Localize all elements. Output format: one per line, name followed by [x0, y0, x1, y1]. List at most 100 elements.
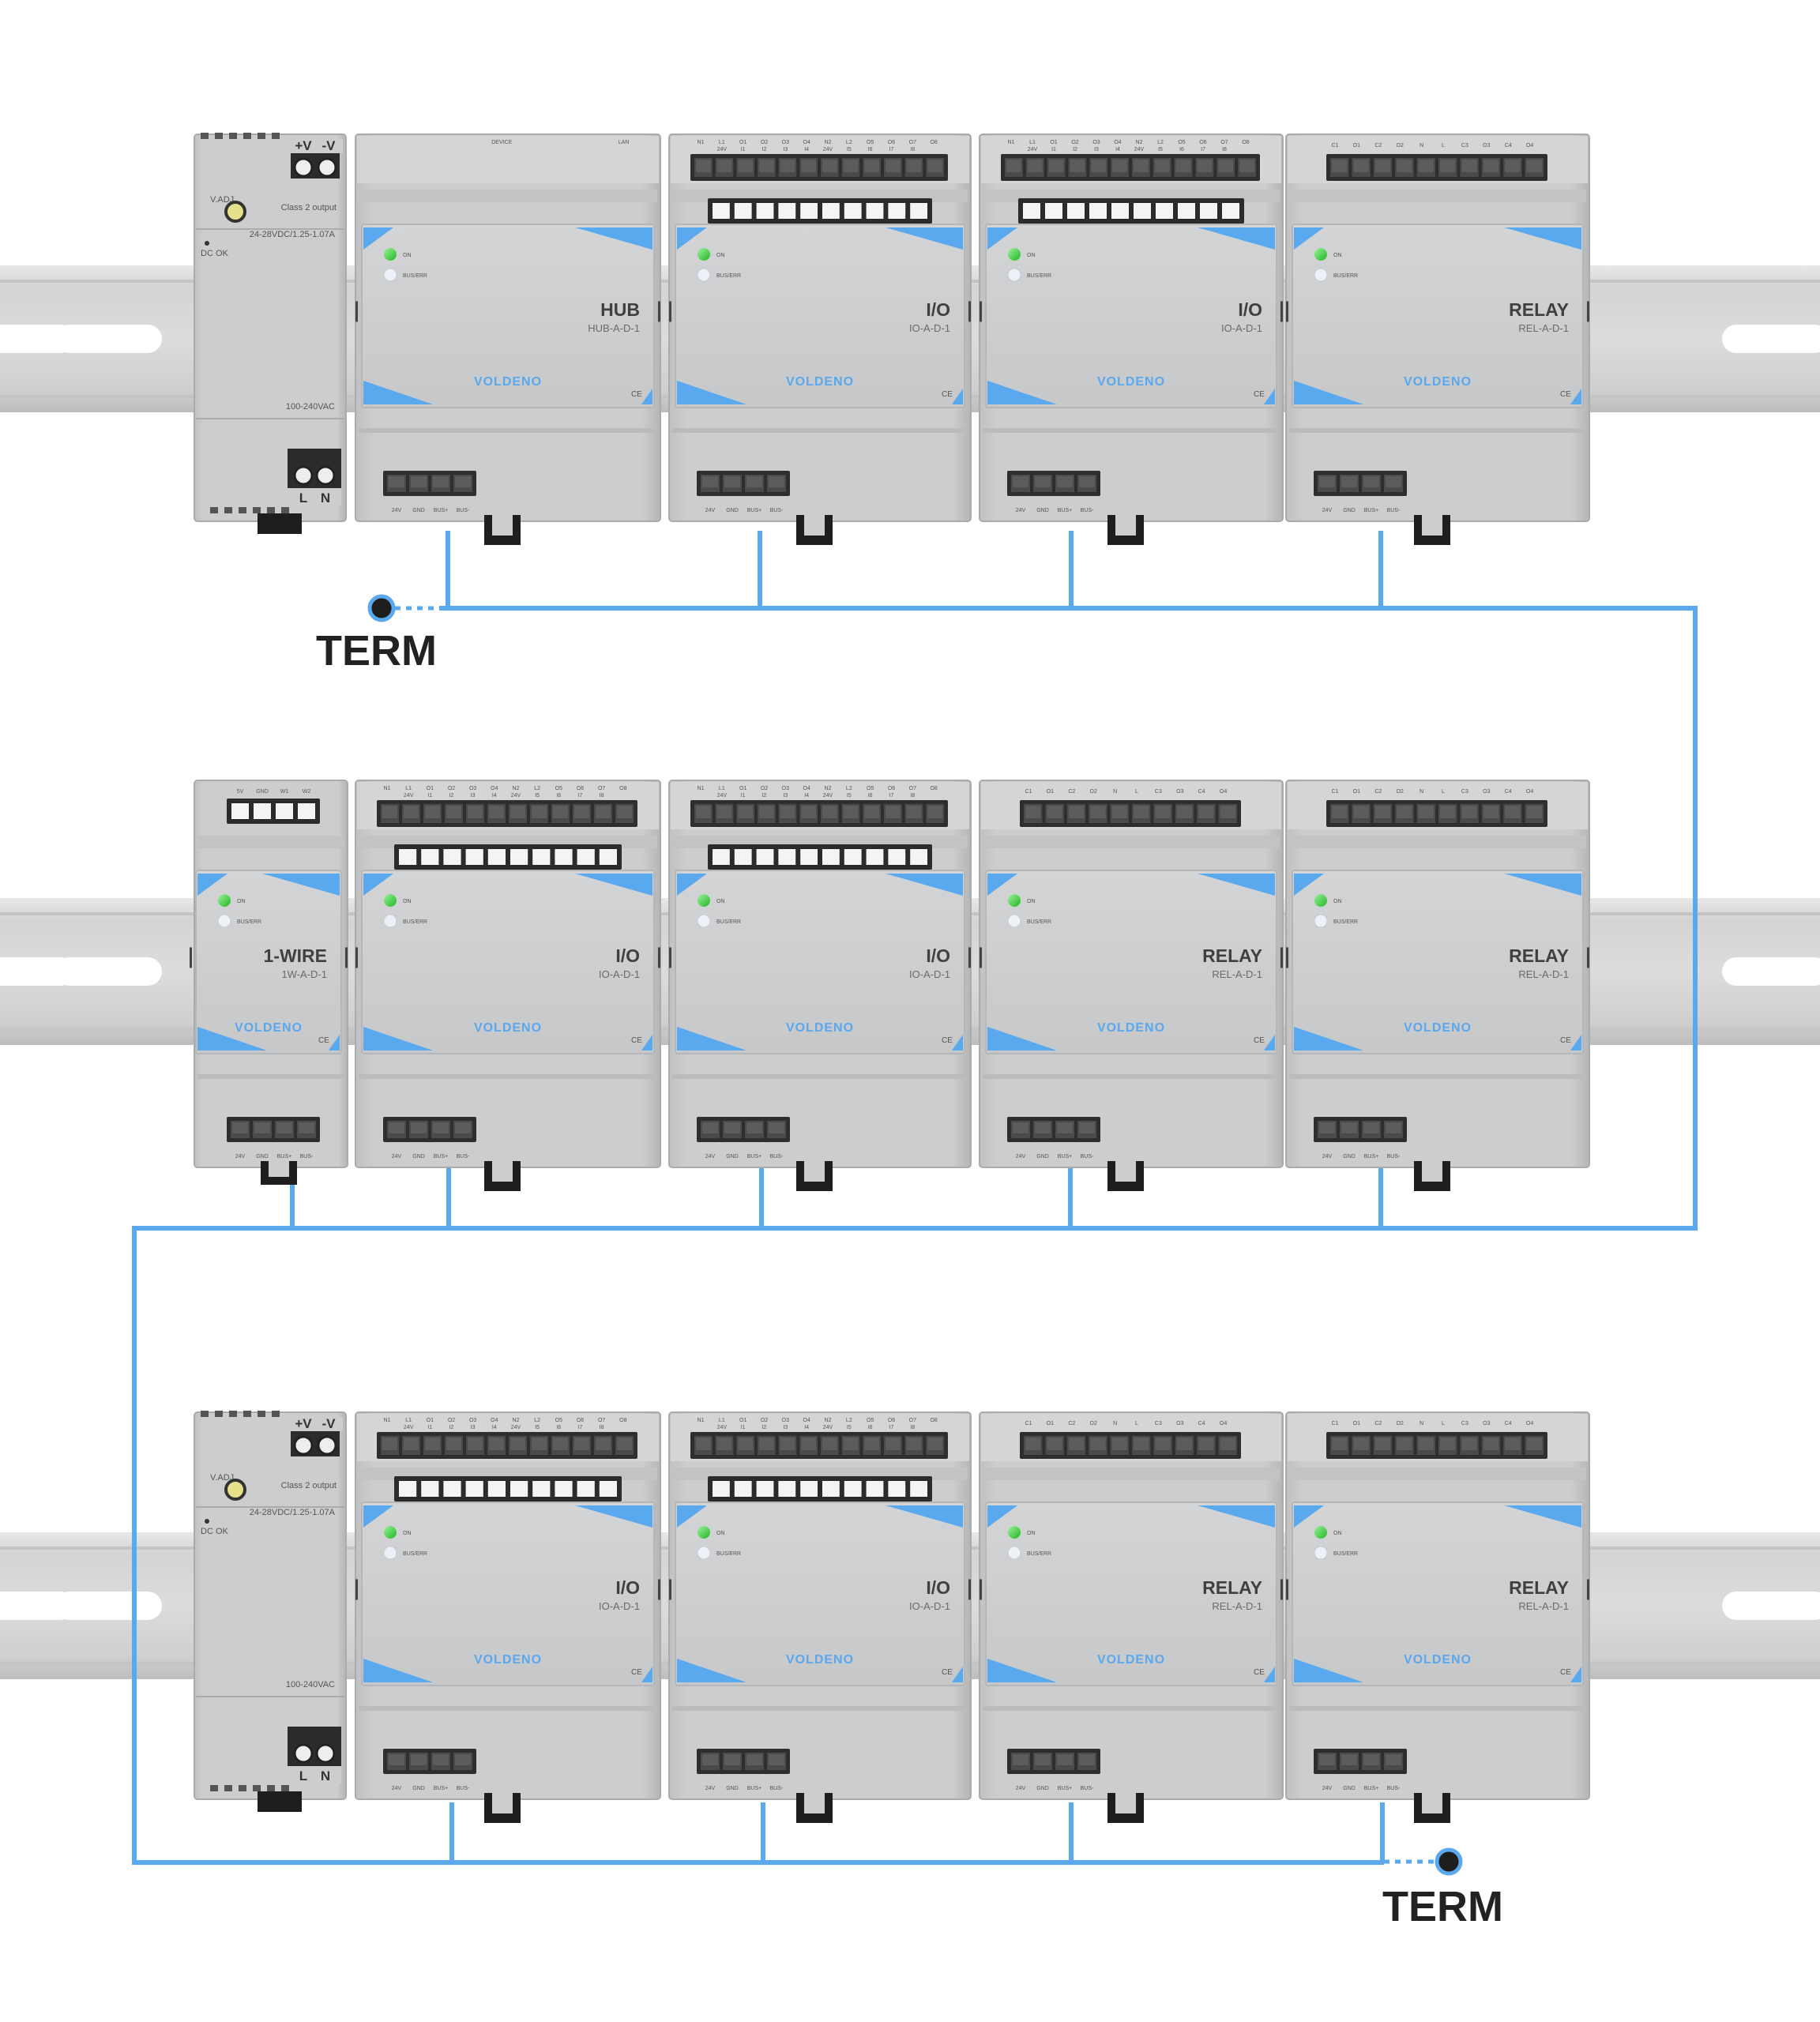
terminator-top[interactable]: TERM [316, 594, 439, 675]
label-text: N2 [513, 1418, 520, 1423]
module-step [983, 1468, 1280, 1480]
terminator-bottom[interactable]: TERM [1382, 1847, 1503, 1930]
label-text: I6 [1179, 147, 1184, 152]
label-text: L1 [719, 786, 725, 791]
hub-top-label: LAN [619, 140, 630, 145]
brand-logo: VOLDENO [786, 375, 854, 389]
label-text: L2 [846, 786, 852, 791]
led-bus-icon [383, 268, 397, 282]
faceplate-accent [677, 1659, 746, 1682]
label-text: 24V [1016, 1154, 1026, 1159]
terminal-screw-face [1068, 806, 1085, 818]
terminal-screw-face [1047, 1438, 1062, 1450]
vent-slot [201, 133, 209, 139]
psu-minus-label: -V [322, 1416, 337, 1431]
terminal-screw-face [433, 1122, 449, 1133]
terminal-opening [888, 849, 906, 865]
terminal-opening [713, 203, 730, 219]
terminal-block [1007, 1117, 1100, 1142]
label-text: N [1113, 789, 1117, 795]
terminal-opening [800, 1481, 818, 1497]
psu-plus-label: +V [295, 138, 312, 153]
side-mark [968, 947, 971, 968]
vent-slot [224, 507, 232, 513]
potentiometer-icon [224, 201, 246, 223]
faceplate [361, 1501, 655, 1686]
label-text: L1 [405, 1418, 412, 1423]
label-text: I1 [741, 147, 746, 152]
label-text: O1 [1353, 789, 1360, 795]
ce-mark-icon: CE [942, 1668, 953, 1677]
label-text: GND [412, 1154, 425, 1159]
label-text: L1 [719, 140, 725, 145]
terminator-top-label: TERM [316, 627, 437, 675]
label-text: BUS+ [1364, 1786, 1378, 1791]
din-clip-hole [492, 515, 513, 536]
led-bus-label: BUS/ERR [403, 919, 427, 925]
terminal-opening [555, 849, 573, 865]
label-text: I2 [449, 793, 454, 799]
brand-logo: VOLDENO [474, 1021, 542, 1035]
faceplate-accent [987, 1505, 1017, 1528]
label-text: O8 [930, 140, 937, 145]
terminal-screw-face [1363, 1754, 1379, 1765]
terminal-screw-face [696, 160, 711, 172]
label-text: BUS- [300, 1154, 314, 1159]
terminal-opening [778, 849, 796, 865]
terminal-screw-face [574, 1438, 589, 1450]
label-text: O2 [448, 1418, 455, 1423]
terminal-screw-face [1176, 806, 1193, 818]
label-text: BUS- [770, 1154, 784, 1159]
label-text: N2 [1136, 140, 1143, 145]
terminal-opening [532, 849, 551, 865]
label-text: O4 [1220, 1421, 1227, 1426]
label-text: C3 [1461, 789, 1468, 795]
terminal-screw-face [1079, 1122, 1095, 1133]
label-text: C2 [1374, 1421, 1382, 1426]
potentiometer-icon [224, 1479, 246, 1501]
din-clip-hole [1115, 1161, 1136, 1182]
terminal-screw-face [886, 806, 901, 818]
terminal-opening [734, 849, 752, 865]
din-clip-hole [1422, 515, 1442, 536]
label-text: N1 [1008, 140, 1015, 145]
label-text: O7 [598, 786, 605, 791]
side-mark [658, 301, 660, 322]
bus-wiring [132, 531, 1698, 1865]
module-code: 1W-A-D-1 [281, 968, 327, 980]
led-on-label: ON [1333, 1531, 1342, 1536]
faceplate-accent [1570, 389, 1581, 404]
faceplate-accent [1198, 227, 1275, 250]
label-text: O2 [1090, 789, 1097, 795]
faceplate [361, 870, 655, 1054]
label-text: L1 [719, 1418, 725, 1423]
led-bus-icon [697, 914, 711, 928]
rail-slot [55, 325, 162, 353]
label-text: I6 [868, 147, 873, 152]
label-text: O1 [1353, 143, 1360, 148]
module-step [1289, 1468, 1586, 1480]
terminal-screw-face [927, 1438, 942, 1450]
vent-slot [281, 1785, 289, 1791]
